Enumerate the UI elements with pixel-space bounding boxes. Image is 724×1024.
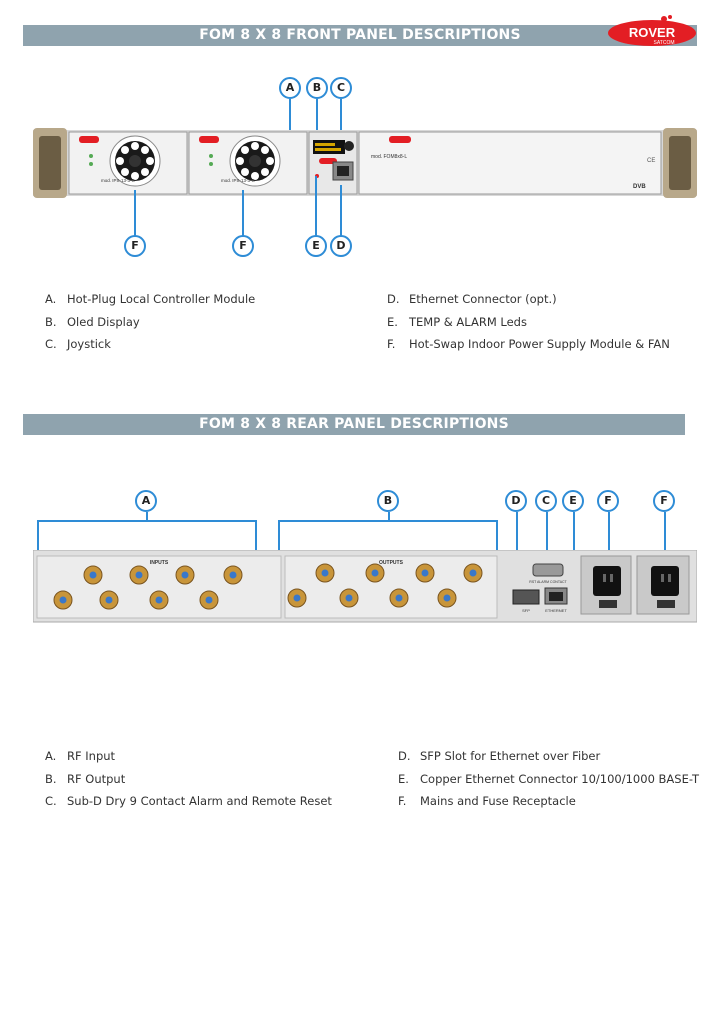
legend-item: C.Sub-D Dry 9 Contact Alarm and Remote R… bbox=[45, 794, 332, 808]
ce-mark: CE bbox=[647, 158, 655, 164]
rear-callout-d: D bbox=[505, 490, 527, 512]
rover-logo: ROVER SATCOM bbox=[608, 15, 696, 46]
bracket-b-bar bbox=[278, 520, 498, 522]
rear-section-header: FOM 8 X 8 REAR PANEL DESCRIPTIONS bbox=[23, 414, 685, 435]
logo-text: ROVER bbox=[629, 25, 676, 40]
front-callout-f1: F bbox=[124, 235, 146, 257]
legend-item: C.Joystick bbox=[45, 337, 111, 351]
legend-item: B.Oled Display bbox=[45, 314, 140, 329]
rear-panel-image: INPUTS OUTPUTS SFP RST ALARM CONTACT ETH… bbox=[33, 550, 697, 623]
rear-callout-e: E bbox=[562, 490, 584, 512]
sfp-label: SFP bbox=[522, 608, 530, 613]
rear-section-title: FOM 8 X 8 REAR PANEL DESCRIPTIONS bbox=[199, 416, 509, 432]
rear-callout-b: B bbox=[377, 490, 399, 512]
bracket-a-bar bbox=[37, 520, 257, 522]
front-callout-c: C bbox=[330, 77, 352, 99]
psu2-model: mod. IPS-13-3-C bbox=[221, 178, 256, 183]
callout-line-d bbox=[340, 185, 342, 236]
ethernet-label: ETHERNET bbox=[545, 608, 567, 613]
fan-1-icon bbox=[109, 135, 161, 187]
callout-line-rear-f2 bbox=[664, 512, 666, 552]
legend-item: F.Mains and Fuse Receptacle bbox=[398, 794, 576, 808]
callout-line-c bbox=[340, 99, 342, 145]
callout-line-f1 bbox=[134, 190, 136, 236]
rear-callout-f1: F bbox=[597, 490, 619, 512]
callout-line-e bbox=[315, 176, 317, 236]
front-legend-right: D.Ethernet Connector (opt.) E.TEMP & ALA… bbox=[387, 292, 670, 360]
front-callout-a: A bbox=[279, 77, 301, 99]
legend-item: A.RF Input bbox=[45, 749, 116, 763]
callout-line-rear-c bbox=[546, 512, 548, 572]
rear-callout-c: C bbox=[535, 490, 557, 512]
callout-line-f2 bbox=[242, 190, 244, 236]
legend-item: D.SFP Slot for Ethernet over Fiber bbox=[398, 749, 601, 763]
rear-legend-right: D.SFP Slot for Ethernet over Fiber E.Cop… bbox=[398, 749, 699, 817]
psu1-model: mod. IPS-13-3-C bbox=[101, 178, 136, 183]
rear-callout-f2: F bbox=[653, 490, 675, 512]
front-callout-e: E bbox=[305, 235, 327, 257]
outputs-label: OUTPUTS bbox=[379, 560, 404, 566]
callout-line-rear-f1 bbox=[608, 512, 610, 552]
front-panel-image: mod. IPS-13-3-C mod. IPS-13-3-C mod. FOM… bbox=[33, 128, 697, 198]
bracket-b-stem bbox=[388, 512, 390, 521]
rear-callout-a: A bbox=[135, 490, 157, 512]
legend-item: A.Hot-Plug Local Controller Module bbox=[45, 292, 256, 306]
legend-item: E.TEMP & ALARM Leds bbox=[387, 314, 527, 329]
dvb-mark: DVB bbox=[633, 184, 646, 190]
legend-item: E.Copper Ethernet Connector 10/100/1000 … bbox=[398, 771, 699, 786]
front-legend-left: A.Hot-Plug Local Controller Module B.Ole… bbox=[45, 292, 255, 360]
front-callout-d: D bbox=[330, 235, 352, 257]
legend-item: B.RF Output bbox=[45, 771, 126, 786]
legend-item: D.Ethernet Connector (opt.) bbox=[387, 292, 557, 306]
bracket-a-stem bbox=[146, 512, 148, 521]
inputs-label: INPUTS bbox=[150, 560, 169, 566]
legend-item: F.Hot-Swap Indoor Power Supply Module & … bbox=[387, 337, 670, 351]
front-section-title: FOM 8 X 8 FRONT PANEL DESCRIPTIONS bbox=[199, 27, 521, 43]
callout-line-a bbox=[289, 99, 291, 133]
alarm-label: RST ALARM CONTACT bbox=[529, 580, 567, 584]
front-callout-f2: F bbox=[232, 235, 254, 257]
rear-legend-left: A.RF Input B.RF Output C.Sub-D Dry 9 Con… bbox=[45, 749, 332, 817]
fan-2-icon bbox=[229, 135, 281, 187]
callout-line-b bbox=[316, 99, 318, 147]
main-model: mod. FOM8x8-L bbox=[371, 154, 407, 160]
front-section-header: FOM 8 X 8 FRONT PANEL DESCRIPTIONS bbox=[23, 25, 697, 46]
front-callout-b: B bbox=[306, 77, 328, 99]
logo-sub-text: SATCOM bbox=[653, 40, 674, 46]
